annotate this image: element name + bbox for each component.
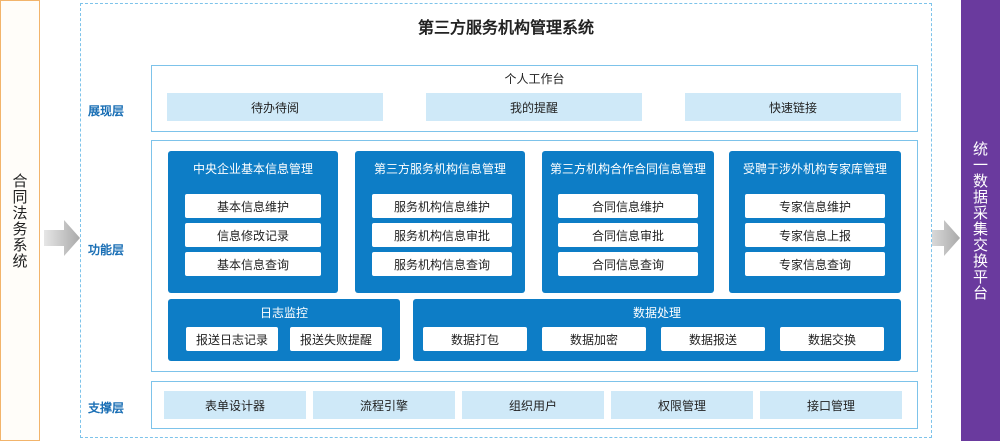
module-item[interactable]: 数据报送 [661,327,765,351]
arrow-right-icon [924,220,960,256]
module-item[interactable]: 专家信息维护 [745,194,885,218]
left-system-panel: 合同法务系统 [0,0,40,441]
presentation-layer-label: 展现层 [88,104,125,118]
module-item[interactable]: 基本信息维护 [185,194,321,218]
module-enterprise-info: 中央企业基本信息管理 基本信息维护 信息修改记录 基本信息查询 [168,151,338,293]
reminder-item[interactable]: 我的提醒 [426,93,642,121]
module-item[interactable]: 信息修改记录 [185,223,321,247]
module-item[interactable]: 数据交换 [780,327,884,351]
module-title: 数据处理 [632,306,681,320]
right-system-label: 统一数据采集交换平台 [971,140,989,301]
support-layer-label: 支撑层 [88,401,125,415]
permission-item[interactable]: 权限管理 [611,391,753,419]
quick-link-item[interactable]: 快速链接 [685,93,901,121]
module-item[interactable]: 合同信息查询 [558,252,698,276]
module-log-monitor: 日志监控 报送日志记录 报送失败提醒 [168,299,400,361]
module-title: 第三方服务机构信息管理 [373,162,506,176]
presentation-layer: 个人工作台 待办待阅 我的提醒 快速链接 [151,65,918,132]
module-title: 中央企业基本信息管理 [192,162,313,176]
form-designer-item[interactable]: 表单设计器 [164,391,306,419]
module-item[interactable]: 基本信息查询 [185,252,321,276]
module-item[interactable]: 数据加密 [542,327,646,351]
module-item[interactable]: 报送失败提醒 [290,327,382,351]
diagram-title: 第三方服务机构管理系统 [417,18,594,37]
todo-item[interactable]: 待办待阅 [167,93,383,121]
module-service-org-info: 第三方服务机构信息管理 服务机构信息维护 服务机构信息审批 服务机构信息查询 [355,151,525,293]
module-title: 日志监控 [259,306,308,320]
module-item[interactable]: 服务机构信息维护 [372,194,512,218]
interface-item[interactable]: 接口管理 [760,391,902,419]
module-data-processing: 数据处理 数据打包 数据加密 数据报送 数据交换 [413,299,901,361]
module-item[interactable]: 专家信息查询 [745,252,885,276]
module-title: 第三方机构合作合同信息管理 [549,162,706,176]
org-users-item[interactable]: 组织用户 [462,391,604,419]
module-item[interactable]: 报送日志记录 [186,327,278,351]
module-title: 受聘于涉外机构专家库管理 [742,162,887,176]
module-item[interactable]: 合同信息维护 [558,194,698,218]
module-expert-library: 受聘于涉外机构专家库管理 专家信息维护 专家信息上报 专家信息查询 [729,151,901,293]
module-item[interactable]: 合同信息审批 [558,223,698,247]
arrow-right-icon [44,220,80,256]
module-item[interactable]: 服务机构信息审批 [372,223,512,247]
module-item[interactable]: 数据打包 [423,327,527,351]
support-layer: 表单设计器 流程引擎 组织用户 权限管理 接口管理 [151,381,918,429]
workspace-title: 个人工作台 [504,72,565,86]
module-item[interactable]: 服务机构信息查询 [372,252,512,276]
right-system-panel: 统一数据采集交换平台 [961,0,1000,441]
module-contract-info: 第三方机构合作合同信息管理 合同信息维护 合同信息审批 合同信息查询 [542,151,714,293]
function-layer-label: 功能层 [88,243,125,257]
module-item[interactable]: 专家信息上报 [745,223,885,247]
function-layer: 中央企业基本信息管理 基本信息维护 信息修改记录 基本信息查询 第三方服务机构信… [151,140,918,372]
workflow-engine-item[interactable]: 流程引擎 [313,391,455,419]
left-system-label: 合同法务系统 [10,172,29,269]
